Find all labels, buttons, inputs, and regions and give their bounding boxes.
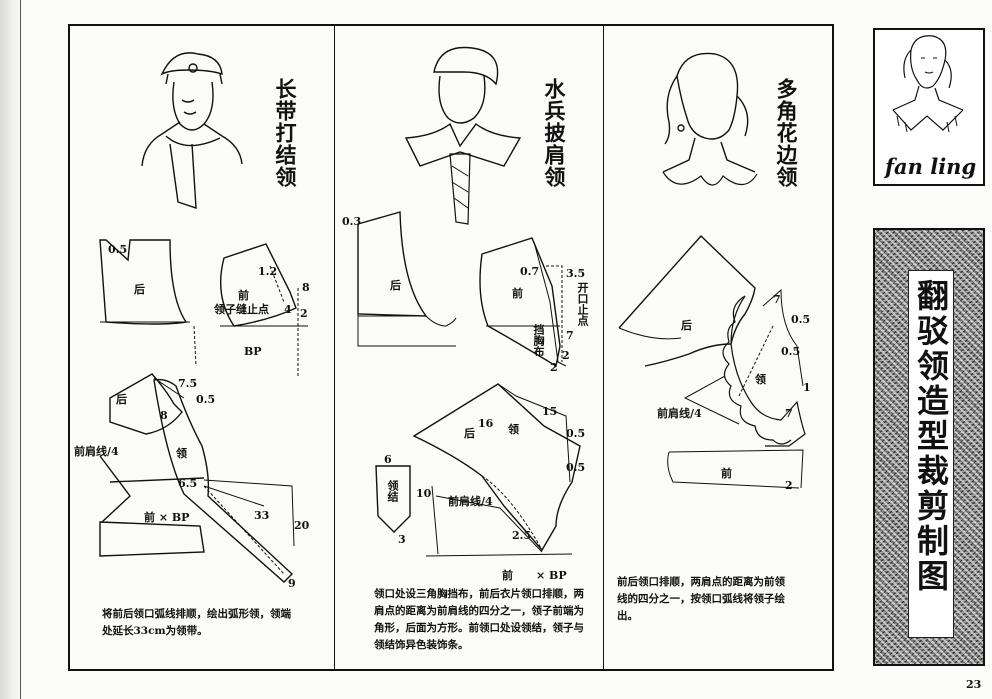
dim-label: 2 [300, 307, 308, 320]
panel-title: 长带打结领 [273, 78, 298, 188]
piece-label-front: 前 [502, 569, 513, 582]
panel-title: 多角花边领 [774, 78, 799, 188]
dim-label: 7 [566, 329, 574, 342]
sailor-collar-drawing [357, 46, 581, 557]
shoulder-label: 前肩线/4 [74, 445, 119, 458]
dim-label: 1.2 [258, 265, 278, 278]
chapter-title-card: 翻驳领造型裁剪制图 [908, 270, 954, 638]
chapter-title: 翻驳领造型裁剪制图 [912, 279, 950, 594]
panel-long-tie-collar: 长带打结领 0.5 后 前 1.2 8 4 2 领子缝止点 BP 7.5 后 8… [70, 26, 334, 669]
panel-title: 水兵披肩领 [542, 78, 567, 188]
panel-caption: 领口处设三角胸挡布，前后衣片领口排顺，两肩点的距离为前肩线的四分之一，领子前端为… [374, 588, 584, 651]
spine-line [20, 0, 21, 699]
bp-label: × BP [536, 569, 567, 582]
dim-label: 2 [550, 361, 558, 374]
front-bp-label: 前 × BP [144, 511, 190, 524]
dim-label: 9 [288, 577, 296, 590]
dim-label: 15 [542, 405, 558, 418]
piece-label-back: 后 [134, 283, 145, 296]
collar-label: 领 [176, 447, 187, 460]
logo-box: fan ling [873, 28, 985, 186]
dim-label: 7.5 [178, 377, 198, 390]
dim-label: 20 [294, 519, 310, 532]
dim-label: 3 [398, 533, 406, 546]
knot-label: 领结 [386, 480, 399, 502]
scalloped-collar-drawing [618, 52, 806, 489]
collar-label: 领 [755, 373, 766, 386]
piece-label-back: 后 [116, 393, 127, 406]
dim-label: 0.5 [196, 393, 216, 406]
book-spine-shadow [0, 0, 26, 699]
piece-label-back: 后 [390, 279, 401, 292]
piece-label-front: 前 [721, 467, 732, 480]
collar-stop-label: 领子缝止点 [214, 303, 269, 316]
piece-label-back: 后 [464, 427, 475, 440]
dim-label: 8 [160, 409, 168, 422]
piece-label-front: 前 [512, 287, 523, 300]
dim-label: 2 [562, 349, 570, 362]
shoulder-label: 前肩线/4 [448, 495, 493, 508]
panel-divider [603, 26, 604, 669]
dim-label: 7 [785, 407, 793, 420]
piece-label-front: 前 [238, 289, 249, 302]
dim-label: 33 [254, 509, 270, 522]
dim-label: 0.5 [566, 427, 586, 440]
page-number: 23 [966, 678, 982, 691]
opening-stop-label: 开口止点 [576, 282, 589, 326]
panel-caption: 前后领口排顺，两肩点的距离为前领线的四分之一，按领口弧线将领子绘出。 [617, 576, 785, 622]
chapter-title-box: 翻驳领造型裁剪制图 [873, 228, 985, 666]
dim-label: 6 [384, 453, 392, 466]
collar-label: 领 [508, 423, 519, 436]
dim-label: 0.5 [108, 243, 128, 256]
shoulder-label: 前肩线/4 [657, 407, 702, 420]
bib-label: 挡胸布 [532, 324, 545, 357]
dim-label: 0.5 [566, 461, 586, 474]
panel-scalloped-collar: 多角花边领 7 0.5 0.5 后 领 1 前肩线/4 7 前 2 前后领口排顺… [605, 26, 834, 669]
dim-label: 8 [302, 281, 310, 294]
panel-caption: 将前后领口弧线排顺，绘出弧形领，领端处延长33cm为领带。 [102, 608, 291, 637]
dim-label: 7 [773, 293, 781, 306]
dim-label: 4 [284, 303, 292, 316]
dim-label: 0.3 [342, 215, 362, 228]
dim-label: 2.5 [512, 529, 532, 542]
dim-label: 16 [478, 417, 494, 430]
dim-label: 10 [416, 487, 432, 500]
dim-label: 6.5 [178, 477, 198, 490]
pattern-frame: 长带打结领 0.5 后 前 1.2 8 4 2 领子缝止点 BP 7.5 后 8… [68, 24, 834, 671]
piece-label-back: 后 [681, 319, 692, 332]
logo-text: fan ling [885, 154, 977, 179]
logo-figure-illustration [892, 35, 964, 133]
dim-label: 0.5 [791, 313, 811, 326]
dim-label: 0.5 [781, 345, 801, 358]
panel-sailor-collar: 水兵披肩领 0.3 后 前 0.7 3.5 开口止点 挡胸布 7 2 2 6 领… [336, 26, 603, 669]
bp-label: BP [244, 345, 262, 358]
dim-label: 0.7 [520, 265, 540, 278]
dim-label: 2 [785, 479, 793, 492]
long-tie-collar-drawing [99, 52, 308, 583]
dim-label: 3.5 [566, 267, 586, 280]
dim-label: 1 [803, 381, 811, 394]
panel-divider [334, 26, 335, 669]
